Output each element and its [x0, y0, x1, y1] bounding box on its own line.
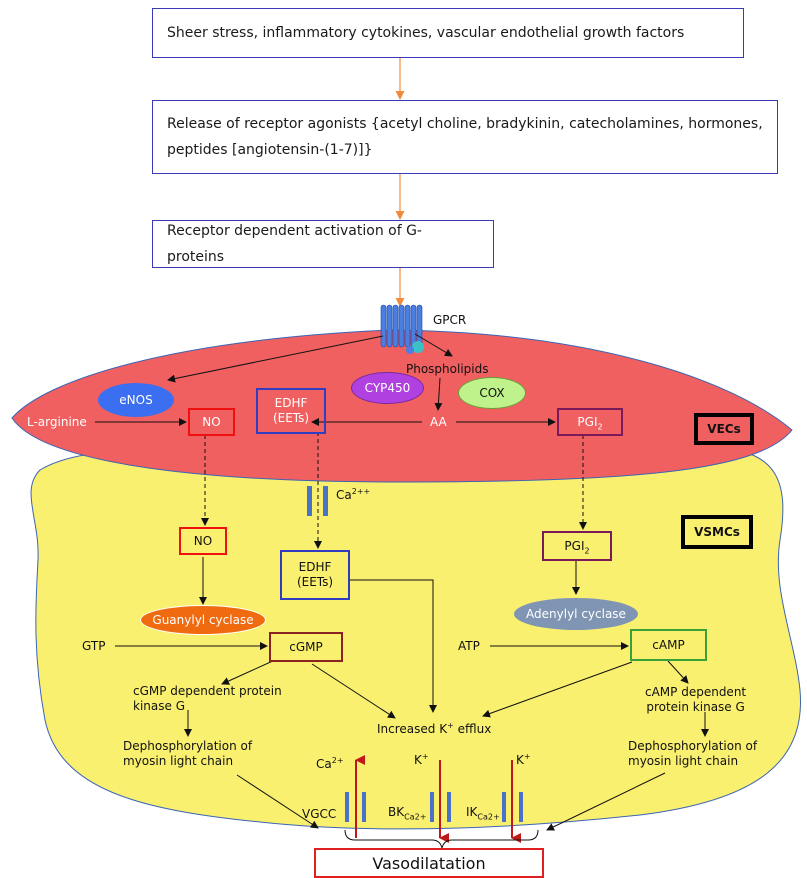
no-label-vsmc: NO [193, 533, 213, 548]
l-arginine-label: L-arginine [27, 415, 87, 429]
agonists-box: Release of receptor agonists {acetyl cho… [152, 100, 778, 174]
vgcc-bar-left [345, 792, 349, 822]
vecs-tag: VECs [694, 413, 754, 445]
no-box-vsmc: NO [179, 527, 227, 555]
cgmp-box: cGMP [269, 632, 343, 662]
guanylyl-cyclase-oval: Guanylyl cyclase [140, 605, 266, 635]
pgi2-label-vec: PGI2 [577, 414, 603, 431]
gprotein-box: Receptor dependent activation of G-prote… [152, 220, 494, 268]
pgi2-label-vsmc: PGI2 [564, 538, 590, 555]
arrow-camp-to-pka [667, 660, 689, 684]
ca-channel-bar-left [307, 486, 312, 516]
vecs-tag-label: VECs [707, 422, 741, 436]
vgcc-label: VGCC [302, 807, 337, 821]
cox-label: COX [479, 386, 505, 400]
arrow-edhf-to-kefflux [350, 579, 437, 713]
ik-channel-label: IKCa2+ [466, 805, 500, 822]
k-ion-label-2: K+ [516, 752, 531, 768]
no-label-vec: NO [202, 414, 221, 429]
phospholipids-label: Phospholipids [406, 362, 489, 376]
cyp450-oval: CYP450 [351, 372, 424, 404]
bk-channel-bar-right [447, 792, 451, 822]
k-ion-label-1: K+ [414, 752, 429, 768]
bk-channel-bar-left [430, 792, 434, 822]
agonists-text-line2: peptides [angiotensin-(1-7)]} [167, 142, 373, 158]
enos-label: eNOS [119, 393, 153, 407]
edhf-label-vec-line1: EDHF [274, 396, 308, 410]
channel-brace [344, 829, 539, 849]
enos-oval: eNOS [98, 383, 174, 417]
edhf-label-vsmc-line2: (EETs) [296, 575, 334, 589]
camp-label: cAMP [652, 637, 685, 652]
arrow-phospholipids-to-aa [434, 377, 443, 411]
arrow-cgmp-to-kefflux [311, 663, 396, 719]
no-box-vec: NO [188, 408, 235, 436]
arrow-gpcr-to-phospholipids [414, 333, 453, 357]
ik-channel-bar-left [502, 792, 506, 822]
edhf-label-vec-line2: (EETs) [272, 411, 310, 425]
vsmcs-tag-label: VSMCs [694, 525, 740, 539]
gpcr-receptor-icon [380, 304, 424, 354]
atp-label: ATP [458, 639, 480, 653]
cgmp-label: cGMP [289, 639, 323, 654]
aa-label: AA [430, 415, 447, 429]
arrow-gpcr-to-enos [167, 335, 384, 383]
ca-channel-bar-right [323, 486, 328, 516]
gpcr-label: GPCR [433, 313, 467, 327]
pgi2-box-vec: PGI2 [557, 408, 623, 436]
pgi2-box-vsmc: PGI2 [542, 531, 612, 561]
adenylyl-cyclase-oval: Adenylyl cyclase [514, 598, 638, 630]
vsmcs-tag: VSMCs [681, 515, 753, 549]
edhf-box-vec: EDHF (EETs) [256, 388, 326, 434]
ca-ion-label: Ca2+ [316, 756, 344, 772]
edhf-box-vsmc: EDHF (EETs) [280, 550, 350, 600]
arrow-deph-left-to-vasodilatation [236, 774, 319, 829]
vasodilatation-label: Vasodilatation [372, 854, 486, 873]
camp-box: cAMP [630, 629, 707, 661]
gprotein-text: Receptor dependent activation of G-prote… [167, 223, 422, 265]
vasodilatation-box: Vasodilatation [314, 848, 544, 878]
agonists-text-line1: Release of receptor agonists {acetyl cho… [167, 116, 763, 132]
k-efflux-label: Increased K+ efflux [377, 721, 492, 737]
vgcc-bar-right [362, 792, 366, 822]
stimulus-box: Sheer stress, inflammatory cytokines, va… [152, 8, 744, 58]
adenylyl-cyclase-label: Adenylyl cyclase [526, 607, 626, 621]
bk-channel-label: BKCa2+ [388, 805, 427, 822]
ca-channel-label: Ca2++ [336, 487, 371, 503]
cox-oval: COX [458, 377, 526, 409]
vec-cell [11, 329, 793, 483]
stimulus-text: Sheer stress, inflammatory cytokines, va… [167, 25, 685, 41]
arrow-deph-right-to-vasodilatation [546, 772, 666, 831]
cyp450-label: CYP450 [364, 381, 411, 395]
gtp-label: GTP [82, 639, 106, 653]
ik-channel-bar-right [519, 792, 523, 822]
arrow-cgmp-to-pkg [221, 659, 276, 685]
arrow-camp-to-kefflux [482, 661, 633, 718]
guanylyl-cyclase-label: Guanylyl cyclase [152, 613, 254, 627]
edhf-label-vsmc-line1: EDHF [298, 560, 332, 574]
